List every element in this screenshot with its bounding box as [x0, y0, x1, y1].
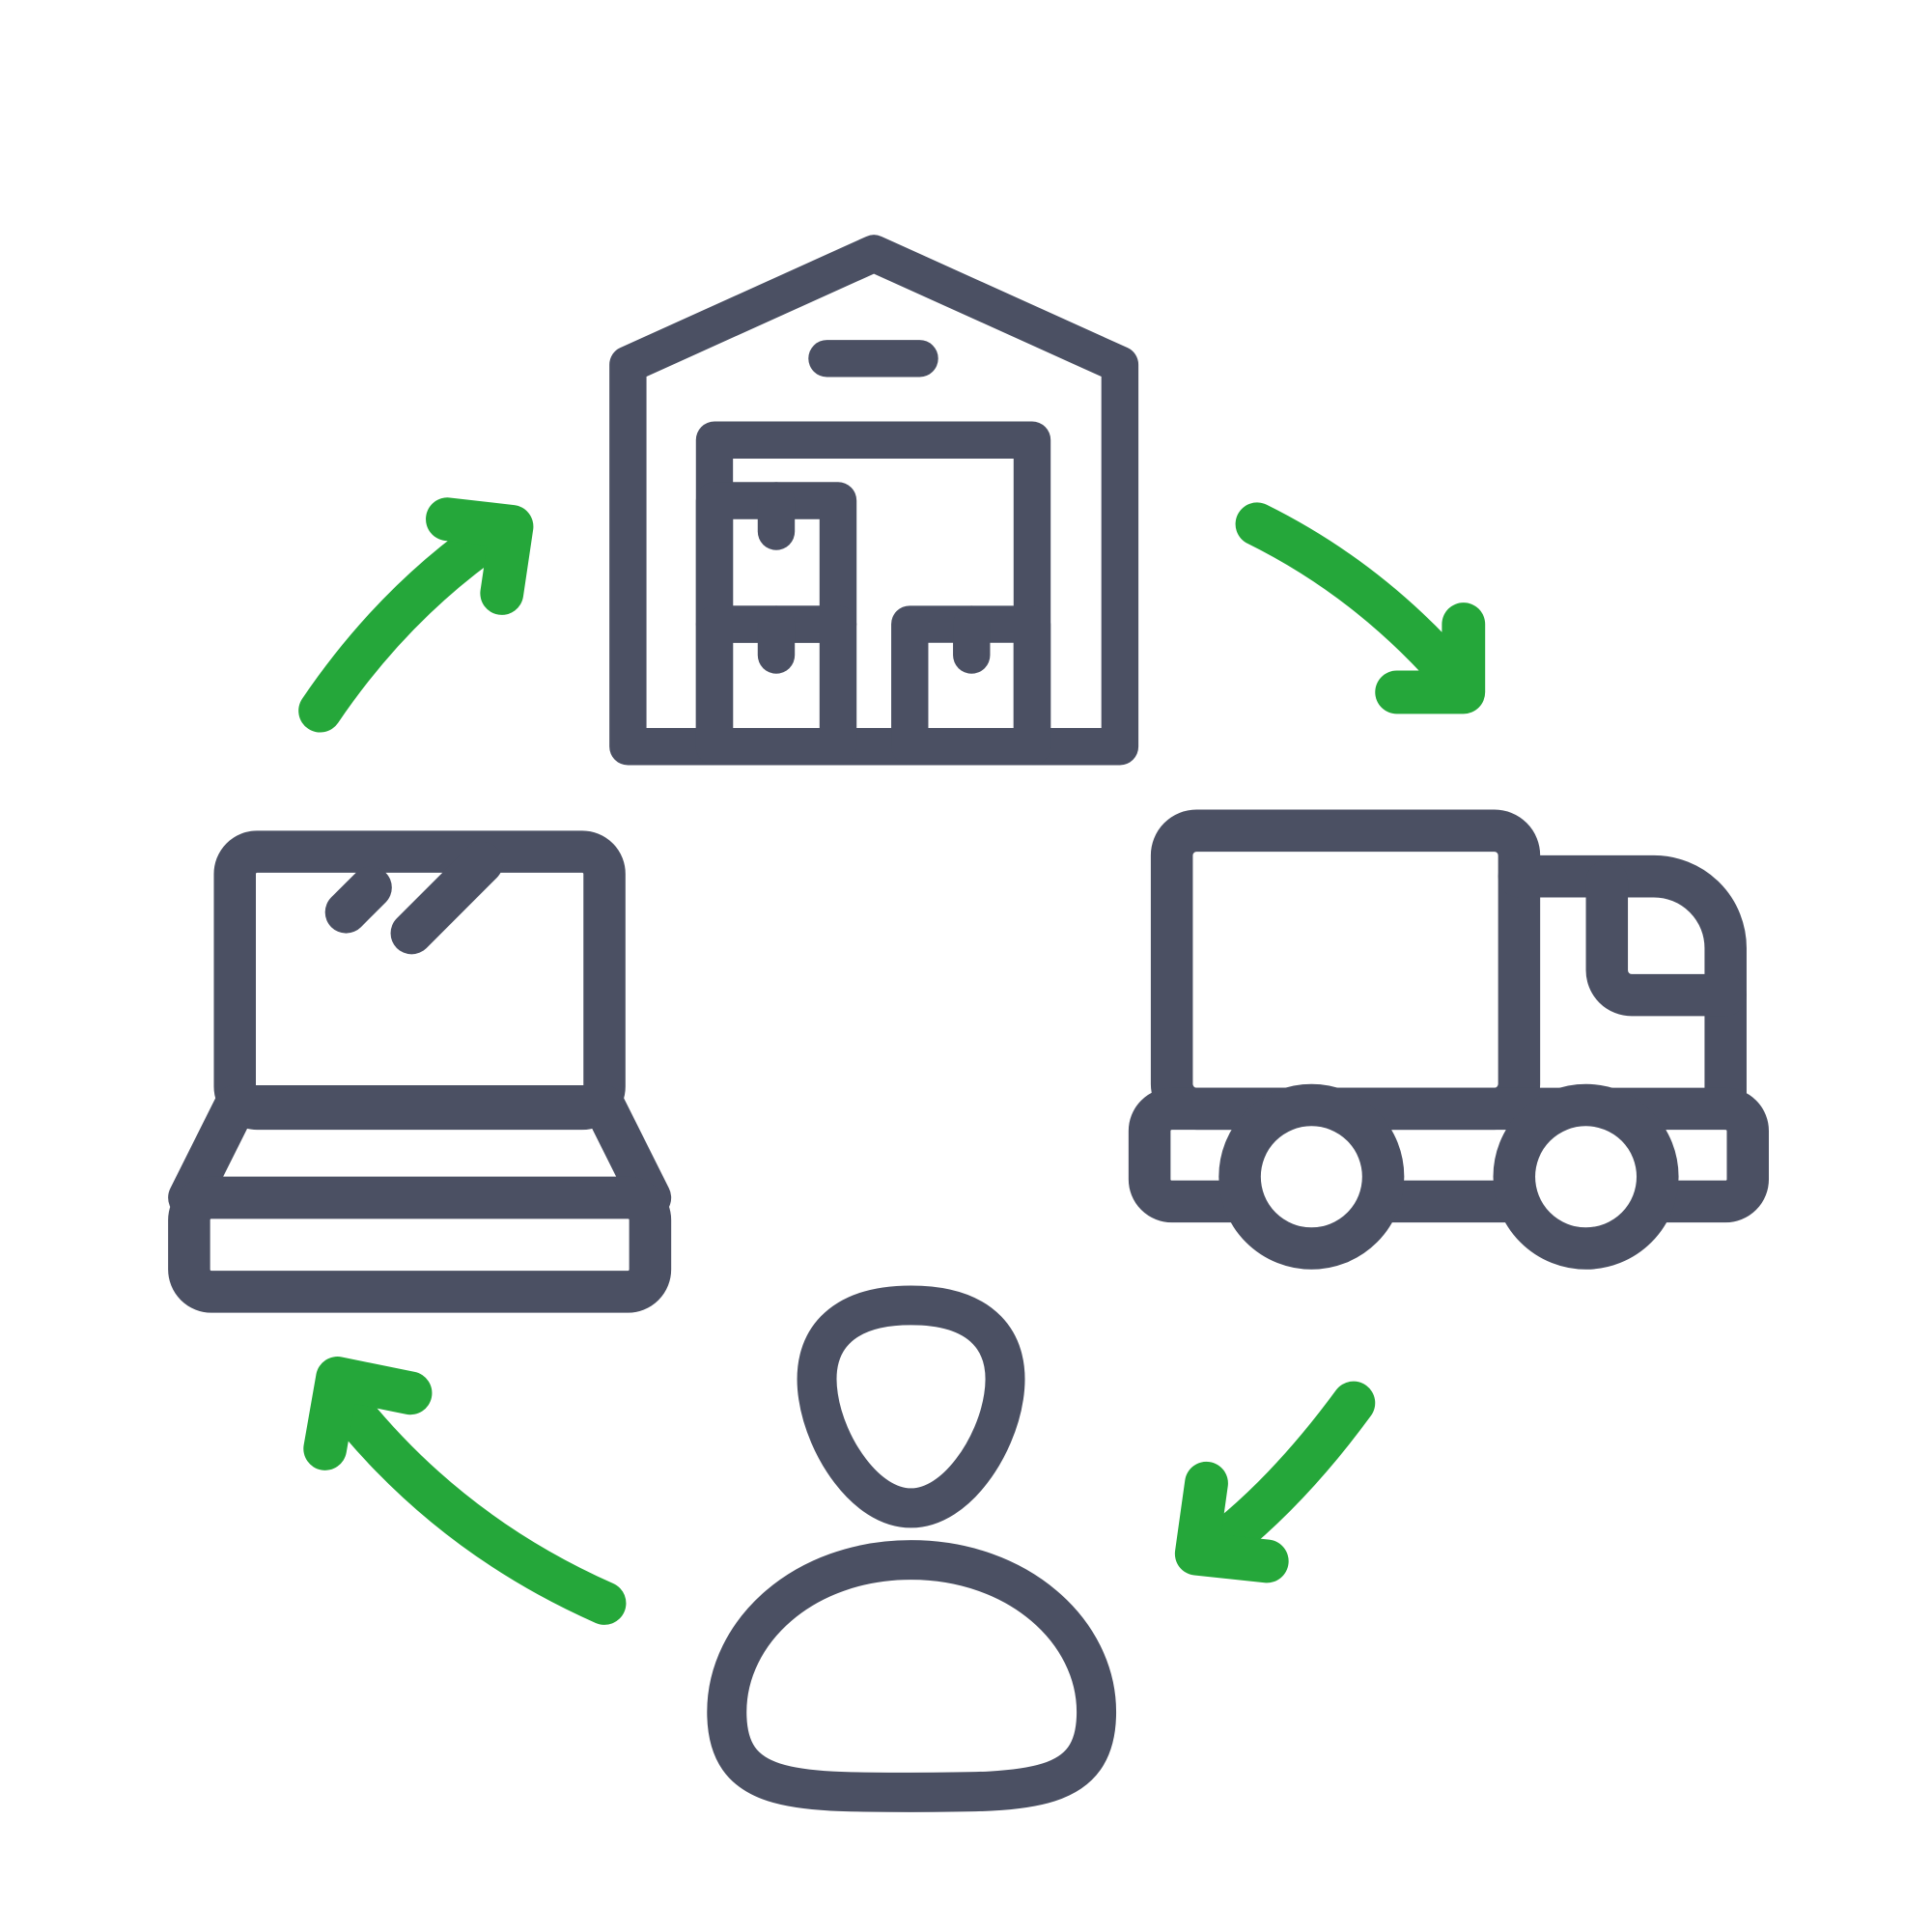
arrow-laptop-to-warehouse	[298, 497, 534, 733]
customer-person-icon	[707, 1285, 1117, 1812]
arrow-truck-to-customer	[1174, 1381, 1376, 1583]
arrow-customer-to-laptop	[303, 1357, 627, 1625]
laptop-order-icon	[168, 830, 672, 1313]
delivery-truck-icon	[1128, 809, 1770, 1270]
warehouse-icon	[609, 235, 1139, 766]
arrow-warehouse-to-truck	[1235, 502, 1486, 714]
